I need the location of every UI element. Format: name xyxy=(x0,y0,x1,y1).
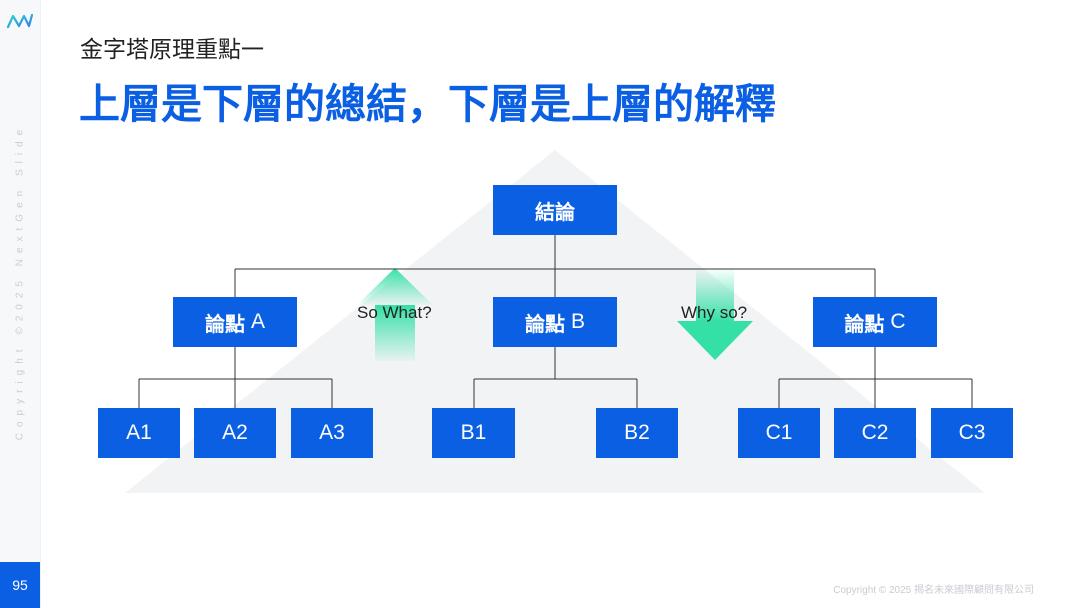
argument-c-letter: C xyxy=(890,310,906,333)
page-title: 上層是下層的總結，下層是上層的解釋 xyxy=(79,80,776,128)
argument-a-label: 論點 xyxy=(204,311,245,336)
sub-point-c2-box: C2 xyxy=(834,408,916,458)
sub-point-a1-box: A1 xyxy=(98,408,180,458)
connector-lines xyxy=(138,234,973,408)
sub-point-a2-box: A2 xyxy=(194,408,276,458)
sub-point-b1-box: B1 xyxy=(432,408,515,458)
why-so-label: Why so? xyxy=(681,303,748,322)
conclusion-box: 結論 xyxy=(493,185,617,235)
argument-a-letter: A xyxy=(250,310,265,333)
conclusion-label: 結論 xyxy=(535,199,575,224)
sub-point-b2-box: B2 xyxy=(596,408,678,458)
footer-copyright: Copyright © 2025 揭名未來國際顧問有限公司 xyxy=(833,585,1034,596)
why-so-down-arrow xyxy=(677,270,753,360)
argument-b-label: 論點 xyxy=(524,311,565,336)
sub-point-c1-box: C1 xyxy=(738,408,820,458)
nextgen-logo-icon xyxy=(7,13,33,29)
sub-point-c3-box: C3 xyxy=(931,408,1013,458)
argument-c-label: 論點 xyxy=(844,311,885,336)
argument-b-letter: B xyxy=(570,310,585,333)
page-subtitle: 金字塔原理重點一 xyxy=(80,37,264,63)
so-what-up-arrow xyxy=(357,268,433,361)
sidebar: Copyright ©2025 NextGen Slide 95 xyxy=(0,0,41,608)
page-number: 95 xyxy=(0,562,40,608)
so-what-label: So What? xyxy=(357,303,432,322)
sub-point-a3-box: A3 xyxy=(291,408,373,458)
